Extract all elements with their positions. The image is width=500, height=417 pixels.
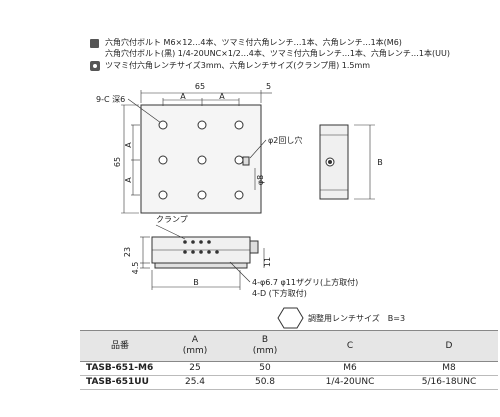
- bolt-icon: [90, 39, 99, 48]
- cell-b: 50: [230, 361, 300, 376]
- label-counterbore: 4-φ6.7 φ11ザグリ(上方取付): [252, 277, 358, 287]
- dim-4-5: 4.5: [131, 262, 140, 275]
- cell-a: 25.4: [160, 375, 230, 390]
- dim-a-left-top: A: [124, 142, 133, 148]
- cell-part-no: TASB-651UU: [80, 375, 160, 390]
- hex-legend-label: 調整用レンチサイズ B=3: [308, 313, 405, 323]
- header-c: C: [300, 330, 400, 362]
- accessory-note-1: 六角穴付ボルト M6×12…4本、ツマミ付六角レンチ…1本、六角レンチ…1本(M…: [105, 38, 402, 47]
- cell-b: 50.8: [230, 375, 300, 390]
- header-b: B(mm): [230, 330, 300, 362]
- header-part-no: 品番: [80, 330, 160, 362]
- side-view: [140, 224, 265, 290]
- label-phi8: φ8: [256, 175, 265, 185]
- dim-a-top-right: A: [219, 92, 225, 101]
- cell-a: 25: [160, 361, 230, 376]
- spec-table: 品番 A(mm) B(mm) C D TASB-651-M6 25 50 M6 …: [80, 330, 498, 390]
- table-row: TASB-651-M6 25 50 M6 M8: [80, 361, 498, 376]
- right-view: [319, 124, 375, 200]
- table-header-row: 品番 A(mm) B(mm) C D: [80, 330, 498, 362]
- dim-a-left-bottom: A: [124, 177, 133, 183]
- cell-d: M8: [400, 361, 498, 376]
- dim-23: 23: [123, 247, 132, 257]
- header-a: A(mm): [160, 330, 230, 362]
- side-view-holes: [183, 240, 219, 254]
- hex-wrench-icon: [90, 61, 100, 71]
- label-d: 4-D (下方取付): [252, 288, 307, 298]
- cell-c: 1/4-20UNC: [300, 375, 400, 390]
- dim-65-top: 65: [195, 82, 205, 91]
- label-hole: 9-C 深6: [96, 95, 125, 104]
- accessory-note-2: 六角穴付ボルト(黒) 1/4-20UNC×1/2…4本、ツマミ付六角レンチ…1本…: [105, 49, 450, 58]
- accessory-note-3: ツマミ付六角レンチサイズ3mm、六角レンチサイズ(クランプ用) 1.5mm: [105, 61, 371, 70]
- cell-d: 5/16-18UNC: [400, 375, 498, 390]
- dim-b-side: B: [193, 278, 199, 287]
- table-row: TASB-651UU 25.4 50.8 1/4-20UNC 5/16-18UN…: [80, 375, 498, 390]
- header-d: D: [400, 330, 498, 362]
- dim-11: 11: [263, 257, 272, 267]
- cell-c: M6: [300, 361, 400, 376]
- dim-5: 5: [266, 82, 271, 91]
- label-clamp: クランプ: [156, 215, 188, 224]
- dim-65-left: 65: [113, 157, 122, 167]
- stage-drawing: 9-C 深6 65 5 A A 65 A A φ2回し穴 φ8 B クランプ 2…: [96, 82, 405, 329]
- dim-b-right: B: [377, 158, 383, 167]
- label-phi2: φ2回し穴: [268, 135, 302, 145]
- hex-wrench-symbol: [277, 307, 304, 329]
- mounting-holes: [158, 120, 244, 200]
- cell-part-no: TASB-651-M6: [80, 361, 160, 376]
- dim-a-top-left: A: [180, 92, 186, 101]
